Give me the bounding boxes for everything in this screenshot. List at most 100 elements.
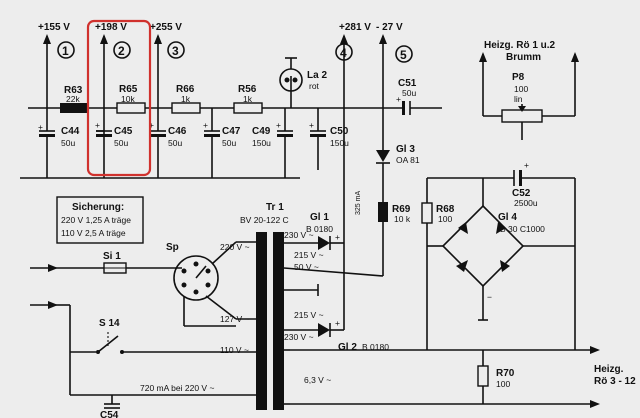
gl1-name: Gl 1 — [310, 212, 329, 223]
node-circle-4: 4 — [335, 43, 353, 61]
c44-name: C44 — [61, 126, 80, 137]
r65-value: 10k — [121, 94, 135, 104]
mains-current: 720 mA bei 220 V ~ — [140, 383, 214, 393]
p8-taper: lin — [514, 94, 523, 104]
lamp-la2: La 2 rot — [279, 57, 327, 108]
resistor-r63: R63 22k — [60, 85, 88, 113]
c46-value: 50u — [168, 138, 182, 148]
node-circle-2-label: 2 — [118, 44, 125, 58]
gl3-name: Gl 3 — [396, 144, 415, 155]
c51-name: C51 — [398, 78, 417, 89]
r63-value: 22k — [66, 94, 80, 104]
fuse-info-box: Sicherung: 220 V 1,25 A träge 110 V 2,5 … — [56, 196, 144, 244]
winding-230v-b: 230 V ~ — [284, 332, 314, 342]
rail-255v-label: +255 V — [150, 22, 182, 33]
c52-value: 2500u — [514, 198, 538, 208]
highlight-c45-box — [86, 19, 152, 177]
svg-text:+: + — [396, 94, 401, 104]
winding-50v: 50 V ~ — [294, 262, 319, 272]
rail-255v: +255 V — [150, 22, 182, 108]
p8-name: P8 — [512, 72, 525, 83]
tr1-type: BV 20-122 C — [240, 215, 289, 225]
gl4-type: B 30 C1000 — [500, 224, 545, 234]
svg-text:+: + — [335, 318, 340, 328]
heater-title: Heizg. Rö 1 u.2 Brumm — [479, 40, 579, 100]
resistor-r69: R69 10 k — [378, 202, 411, 276]
winding-6v3: 6,3 V ~ — [304, 375, 331, 385]
winding-220v: 220 V ~ — [220, 242, 250, 252]
rail-155v: +155 V — [38, 22, 70, 108]
c49-value: 150u — [252, 138, 271, 148]
s14-label: S 14 — [99, 318, 120, 329]
si1-label: Si 1 — [103, 251, 121, 262]
node-circle-3-label: 3 — [172, 44, 179, 58]
c50-name: C50 — [330, 126, 349, 137]
rectifier-gl2: Gl 2 B 0180 + — [318, 318, 389, 353]
fuse-box-line2: 110 V 2,5 A träge — [61, 228, 126, 238]
c45-name: C45 — [114, 126, 133, 137]
r63-name: R63 — [64, 85, 83, 96]
rail-27v-label: - 27 V — [376, 22, 403, 33]
r66-name: R66 — [176, 84, 195, 95]
cap-c47: + C47 50u — [203, 108, 241, 178]
cap-c52: + C52 2500u — [483, 160, 575, 208]
rail-155v-label: +155 V — [38, 22, 70, 33]
cap-c46: + C46 50u — [149, 108, 187, 178]
node-circle-2: 2 — [113, 41, 131, 59]
c45-value: 50u — [114, 138, 128, 148]
svg-text:+: + — [203, 120, 208, 130]
r66-value: 1k — [181, 94, 191, 104]
p8-value: 100 — [514, 84, 528, 94]
r65-name: R65 — [119, 84, 138, 95]
fuse-si1: Si 1 — [56, 251, 182, 274]
node-circle-1: 1 — [57, 41, 75, 59]
cap-c44: + C44 50u — [38, 108, 80, 178]
cap-c50: + C50 150u — [309, 108, 349, 170]
svg-text:+: + — [38, 122, 43, 132]
resistor-r65: R65 10k — [116, 84, 146, 114]
cap-c51: + C51 50u — [383, 78, 442, 115]
gl2-name: Gl 2 — [338, 342, 357, 353]
node-circle-1-label: 1 — [62, 44, 69, 58]
winding-215v-b: 215 V ~ — [294, 310, 324, 320]
rail-27v: - 27 V — [376, 22, 403, 150]
winding-110v: 110 V ~ — [220, 345, 249, 355]
svg-text:+: + — [149, 120, 154, 130]
current-325ma: 325 mA — [355, 191, 362, 215]
heater-sub-text: Brumm — [506, 52, 541, 63]
rectifier-gl1: Gl 1 B 0180 + — [306, 212, 344, 250]
heater-out-line2: Rö 3 - 12 — [594, 376, 636, 387]
cap-c54: C54 — [69, 352, 236, 418]
r69-name: R69 — [392, 204, 411, 215]
r56-value: 1k — [243, 94, 253, 104]
c47-name: C47 — [222, 126, 241, 137]
heater-out-line1: Heizg. — [594, 364, 624, 375]
c51-value: 50u — [402, 88, 416, 98]
tr1-name: Tr 1 — [266, 202, 284, 213]
lamp-name: La 2 — [307, 70, 327, 81]
svg-text:+: + — [95, 120, 100, 130]
lamp-color: rot — [309, 81, 320, 91]
switch-s14: S 14 — [56, 304, 236, 354]
svg-text:+: + — [335, 232, 340, 242]
r70-value: 100 — [496, 379, 510, 389]
node-circle-3: 3 — [167, 41, 185, 59]
c46-name: C46 — [168, 126, 187, 137]
mains-input — [30, 264, 58, 309]
svg-text:+: + — [309, 120, 314, 130]
rail-198v: +198 V — [95, 22, 127, 178]
rail-281v: +281 V — [339, 22, 371, 108]
svg-text:+: + — [524, 160, 529, 170]
gl2-type: B 0180 — [362, 342, 389, 352]
resistor-r66: R66 1k — [171, 84, 201, 114]
r56-name: R56 — [238, 84, 257, 95]
svg-text:+: + — [276, 120, 281, 130]
cap-c45: + C45 50u — [95, 120, 133, 148]
resistor-r68: R68 100 — [421, 202, 455, 350]
selector-sp: Sp — [166, 241, 237, 327]
c49-name: C49 — [252, 126, 271, 137]
r69-value: 10 k — [394, 214, 411, 224]
c54-name: C54 — [100, 410, 119, 418]
c52-name: C52 — [512, 188, 531, 199]
resistor-r56: R56 1k — [233, 84, 263, 114]
